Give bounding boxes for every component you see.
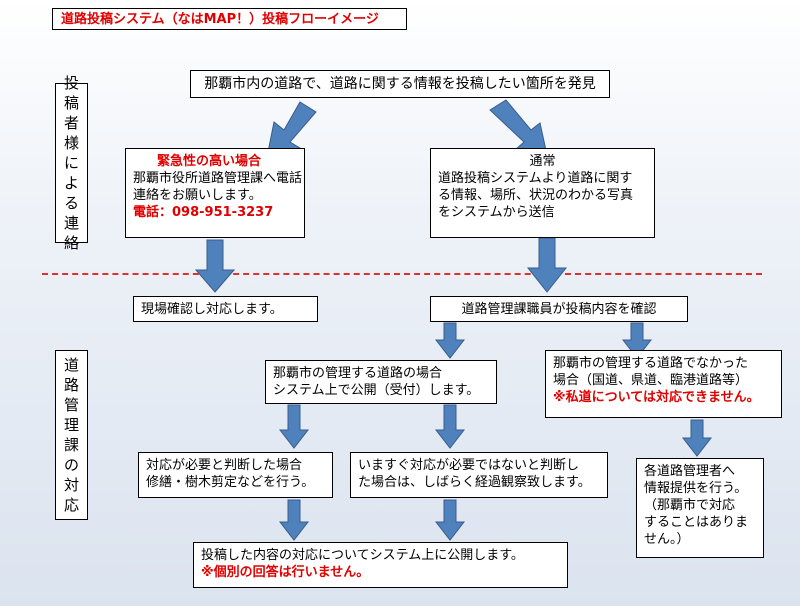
arrow-not-managed-to-other <box>681 419 713 457</box>
arrow-confirm-to-not-managed <box>621 322 653 359</box>
normal-line3: をシステムから送信 <box>438 205 555 220</box>
other-admin-line3: （那覇市で対応 <box>644 498 736 513</box>
arrow-urgent-to-onsite <box>194 239 236 293</box>
repair-box: 対応が必要と判断した場合 修繕・樹木剪定などを行う。 <box>138 452 333 498</box>
arrow-start-to-urgent <box>267 101 317 153</box>
section-divider <box>42 273 762 275</box>
side-label-poster-text: 投稿者様による連絡 <box>64 74 80 252</box>
observe-box: いますぐ対応が必要ではないと判断し た場合は、しばらく経過観察致します。 <box>350 452 608 498</box>
other-admin-line4: することはありま <box>644 515 749 530</box>
other-admin-box: 各道路管理者へ 情報提供を行う。 （那覇市で対応 することはありま せん。） <box>636 458 764 558</box>
urgent-phone: 電話：098-951-3237 <box>133 205 274 220</box>
arrow-normal-to-confirm <box>526 237 568 293</box>
repair-line1: 対応が必要と判断した場合 <box>146 458 303 473</box>
other-admin-line1: 各道路管理者へ <box>644 464 736 479</box>
onsite-box: 現場確認し対応します。 <box>133 296 318 322</box>
urgent-heading: 緊急性の高い場合 <box>157 154 262 169</box>
other-admin-line5: せん。） <box>644 532 690 547</box>
confirm-text: 道路管理課職員が投稿内容を確認 <box>461 302 657 317</box>
side-label-manager: 道路管理課の対応 <box>55 350 88 520</box>
urgent-line1: 那覇市役所道路管理課へ電話 <box>133 171 303 186</box>
urgent-line2: 連絡をお願いします。 <box>133 188 262 203</box>
side-label-manager-text: 道路管理課の対応 <box>64 356 80 514</box>
not-managed-box: 那覇市の管理する道路でなかった 場合（国道、県道、臨港道路等） ※私道については… <box>545 350 782 418</box>
publish-line1: 投稿した内容の対応についてシステム上に公開します。 <box>201 548 524 563</box>
confirm-box: 道路管理課職員が投稿内容を確認 <box>430 296 688 322</box>
normal-line2: る情報、場所、状況のわかる写真 <box>438 188 634 203</box>
page-title: 道路投稿システム（なはMAP！）投稿フローイメージ <box>52 8 407 30</box>
urgent-box: 緊急性の高い場合 那覇市役所道路管理課へ電話 連絡をお願いします。 電話：098… <box>125 148 305 238</box>
not-managed-line2: 場合（国道、県道、臨港道路等） <box>553 373 749 388</box>
managed-line2: システム上で公開（受付）します。 <box>273 383 480 398</box>
side-label-poster: 投稿者様による連絡 <box>55 74 88 252</box>
not-managed-line1: 那覇市の管理する道路でなかった <box>553 356 749 371</box>
managed-line1: 那覇市の管理する道路の場合 <box>273 366 443 381</box>
onsite-text: 現場確認し対応します。 <box>141 302 283 317</box>
arrow-start-to-normal <box>489 99 548 156</box>
arrow-repair-to-publish <box>278 499 310 541</box>
observe-line2: た場合は、しばらく経過観察致します。 <box>358 475 591 490</box>
arrow-managed-to-repair <box>278 404 310 449</box>
start-box: 那覇市内の道路で、道路に関する情報を投稿したい箇所を発見 <box>190 70 610 98</box>
publish-box: 投稿した内容の対応についてシステム上に公開します。 ※個別の回答は行いません。 <box>193 542 568 588</box>
arrow-managed-to-observe <box>434 404 466 449</box>
publish-note: ※個別の回答は行いません。 <box>201 565 370 580</box>
managed-box: 那覇市の管理する道路の場合 システム上で公開（受付）します。 <box>265 360 497 404</box>
normal-heading: 通常 <box>529 154 556 169</box>
arrow-observe-to-publish <box>434 499 466 541</box>
start-text: 那覇市内の道路で、道路に関する情報を投稿したい箇所を発見 <box>204 76 596 92</box>
other-admin-line2: 情報提供を行う。 <box>644 481 748 496</box>
repair-line2: 修繕・樹木剪定などを行う。 <box>146 475 315 490</box>
observe-line1: いますぐ対応が必要ではないと判断し <box>358 458 580 473</box>
arrow-confirm-to-managed <box>434 322 466 359</box>
normal-line1: 道路投稿システムより道路に関す <box>438 171 633 186</box>
normal-box: 通常 道路投稿システムより道路に関す る情報、場所、状況のわかる写真 をシステム… <box>430 148 655 238</box>
not-managed-note: ※私道については対応できません。 <box>553 390 760 405</box>
